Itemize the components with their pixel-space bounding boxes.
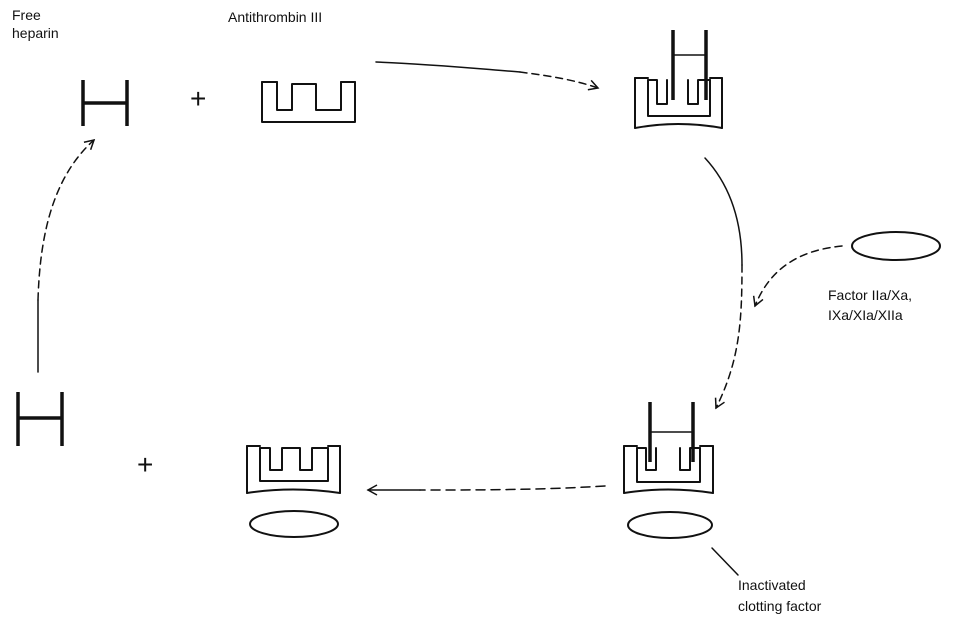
inactivated-label-line1: Inactivated xyxy=(738,577,806,593)
inactivated-label-line2: clotting factor xyxy=(738,598,822,614)
clotting-factor-ellipse xyxy=(851,231,941,261)
antithrombin-factor-complex xyxy=(246,445,341,538)
released-heparin-symbol xyxy=(16,392,64,446)
ternary-complex xyxy=(623,402,714,539)
factor-label-line1: Factor IIa/Xa, xyxy=(828,287,912,303)
factor-label-line2: IXa/XIa/XIIa xyxy=(828,307,903,323)
free-heparin-symbol xyxy=(81,80,129,126)
antithrombin-symbol xyxy=(261,81,356,123)
free-heparin-label-line1: Free xyxy=(12,7,41,23)
plus-sign-bottom: + xyxy=(137,449,153,480)
plus-sign-top: + xyxy=(190,83,206,114)
heparin-antithrombin-complex xyxy=(634,30,723,129)
inactivated-pointer-line xyxy=(711,547,739,576)
free-heparin-label-line2: heparin xyxy=(12,25,59,41)
antithrombin-label: Antithrombin III xyxy=(228,9,322,25)
